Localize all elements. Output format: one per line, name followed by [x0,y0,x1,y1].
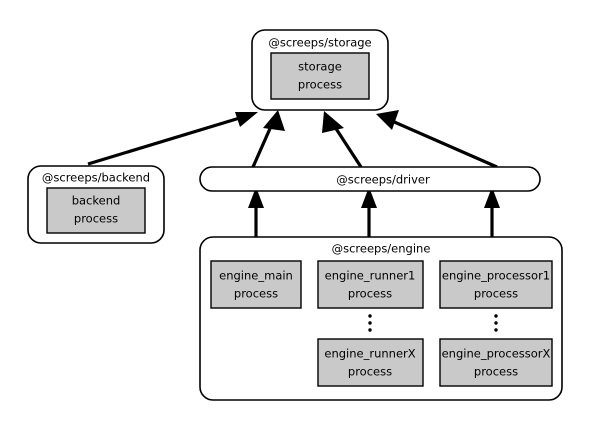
connector-layer [87,110,500,237]
process-box-engine-processor1[interactable]: engine_processor1 process [439,260,553,309]
process-box-backend-frame [46,187,146,234]
process-box-backend-line1: backend [72,194,121,208]
process-box-engine-processor1-line2: process [474,287,518,301]
package-engine-label: @screeps/engine [332,242,431,256]
process-box-engine-runner1-line2: process [348,287,392,301]
arrow-driver-to-storage-right [376,110,498,169]
package-storage-label: @screeps/storage [268,36,371,50]
package-storage[interactable]: @screeps/storage storage process [251,29,389,111]
process-box-engine-main-frame [210,260,302,309]
process-box-engine-runner1-frame [317,260,424,309]
process-box-engine-processorx-frame [439,338,553,387]
process-box-engine-main[interactable]: engine_main process [210,260,302,309]
arrow-engine-to-driver-middle [361,187,377,237]
package-engine[interactable]: @screeps/engine engine_main process engi… [199,236,563,401]
package-driver-frame [199,166,541,192]
vertical-ellipsis-icon-runner [368,314,372,332]
process-box-engine-runner1[interactable]: engine_runner1 process [317,260,424,309]
process-box-engine-runnerx-frame [317,338,424,387]
package-driver-label: @screeps/driver [336,173,430,187]
process-box-backend[interactable]: backend process [46,187,146,234]
arrow-engine-to-driver-left [248,187,264,237]
arrow-backend-to-storage [87,112,258,166]
vertical-ellipsis-icon-processor [494,314,498,332]
arrow-driver-to-storage-middle [322,111,363,168]
process-box-storage-line2: process [298,78,342,92]
process-box-storage-line1: storage [298,60,342,74]
arrow-engine-to-driver-right [484,187,500,237]
process-box-storage-frame [270,52,370,100]
package-driver[interactable]: @screeps/driver [199,166,541,192]
process-box-engine-runnerx[interactable]: engine_runnerX process [317,338,424,387]
process-box-engine-processorx-line2: process [474,365,518,379]
arrow-driver-to-storage-left [251,110,285,168]
process-box-engine-processorx[interactable]: engine_processorX process [439,338,553,387]
process-box-storage[interactable]: storage process [270,52,370,100]
package-backend[interactable]: @screeps/backend backend process [27,165,165,244]
package-backend-label: @screeps/backend [42,171,150,185]
process-box-engine-runnerx-line2: process [348,365,392,379]
process-box-backend-line2: process [74,212,118,226]
process-box-engine-processor1-line1: engine_processor1 [442,269,550,283]
process-box-engine-processorx-line1: engine_processorX [442,347,551,361]
process-box-engine-main-line2: process [234,287,278,301]
process-box-engine-processor1-frame [439,260,553,309]
process-box-engine-runner1-line1: engine_runner1 [325,269,416,283]
process-box-engine-runnerx-line1: engine_runnerX [324,347,415,361]
process-box-engine-main-line1: engine_main [219,269,293,283]
